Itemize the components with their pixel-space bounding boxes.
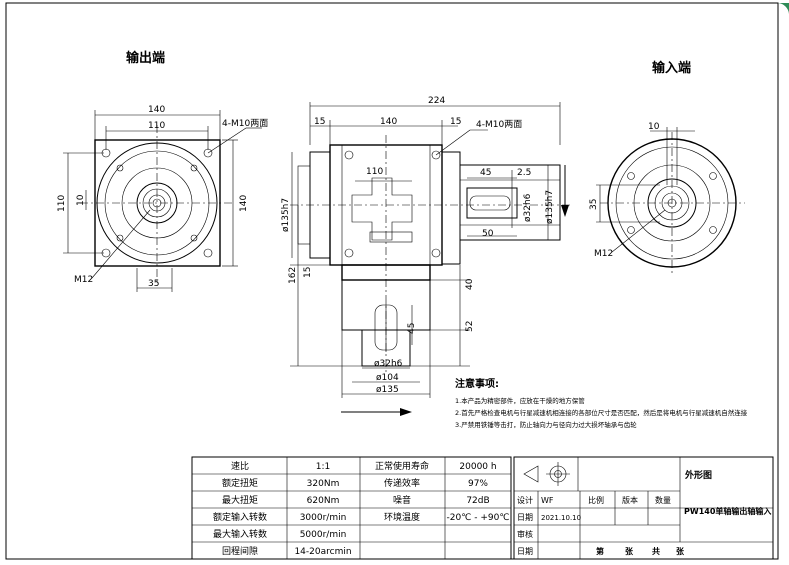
corner-marker [778, 3, 789, 14]
title-block-text: 外形图 设计 WF 比例 版本 数量 PW140单轴输出轴输入 日期 2021.… [517, 469, 771, 556]
side-dim-40: 40 [465, 278, 475, 290]
spec-cell: 20000 h [459, 462, 496, 472]
title-block [513, 456, 774, 560]
side-dim-110: 110 [366, 167, 383, 177]
out-dim-4m10: 4-M10两面 [222, 118, 268, 129]
note-item-2: 2.首先严格检查电机与行星减速机相连接的各部位尺寸是否匹配，然后是将电机与行星减… [455, 408, 748, 417]
output-end-view [63, 110, 262, 292]
side-dim-52: 52 [465, 321, 475, 332]
input-end-view [596, 127, 745, 275]
side-dim-d32h6: ø32h6 [523, 193, 533, 222]
spec-cell: 620Nm [307, 496, 340, 506]
side-dim-162: 162 [288, 267, 298, 284]
side-dim-d104: ø104 [376, 373, 399, 383]
side-dim-224: 224 [428, 96, 445, 106]
designer: WF [541, 496, 554, 505]
side-dim-45-key: 45 [407, 323, 417, 334]
out-dim-140-right: 140 [239, 195, 249, 212]
out-dim-m12: M12 [74, 275, 93, 285]
out-dim-110-top: 110 [148, 121, 165, 131]
side-dim-d32h6-bottom: ø32h6 [374, 359, 403, 369]
spec-cell: 72dB [466, 496, 489, 506]
spec-cell: 环境温度 [384, 511, 420, 523]
qty-label: 数量 [655, 495, 671, 505]
side-dim-15-left: 15 [314, 117, 325, 127]
in-dim-m12: M12 [594, 249, 613, 259]
spec-cell: 回程间隙 [222, 545, 258, 557]
side-dim-15-mid: 15 [303, 267, 313, 278]
notes-block: 注意事项: 1.本产品为精密部件，应放在干燥的地方保管 2.首先严格检查电机与行… [455, 377, 748, 429]
spec-cell: 噪音 [393, 494, 411, 506]
spec-cell: 最大输入转数 [213, 528, 267, 540]
spec-table-text: 速比 1:1 正常使用寿命 20000 h 额定扭矩 320Nm 传递效率 97… [213, 460, 509, 557]
spec-cell: 传递效率 [384, 477, 420, 489]
date-label: 日期 [517, 513, 533, 522]
review-label: 审核 [517, 529, 533, 539]
out-dim-140-top: 140 [148, 105, 165, 115]
side-dim-4m10: 4-M10两面 [476, 119, 522, 130]
spec-cell: 最大扭矩 [222, 494, 258, 506]
side-dim-50: 50 [482, 229, 494, 239]
spec-cell: 1:1 [316, 462, 330, 472]
out-dim-110-left: 110 [57, 195, 67, 212]
in-dim-10: 10 [648, 122, 660, 132]
output-end-title: 输出端 [126, 50, 165, 66]
date-value: 2021.10.10 [541, 514, 581, 522]
note-item-1: 1.本产品为精密部件，应放在干燥的地方保管 [455, 396, 585, 405]
spec-cell: 14-20arcmin [294, 547, 351, 557]
sheet-label-2: 张 [625, 547, 634, 556]
product-name: PW140单轴输出轴输入 [684, 506, 771, 516]
scale-label: 比例 [588, 495, 604, 505]
spec-cell: 正常使用寿命 [375, 460, 429, 472]
design-label: 设计 [517, 495, 533, 505]
out-dim-35: 35 [148, 279, 159, 289]
spec-cell: 320Nm [307, 479, 340, 489]
spec-cell: 5000r/min [300, 530, 347, 540]
notes-heading: 注意事项: [455, 377, 499, 390]
input-end-title: 输入端 [652, 60, 691, 76]
side-dim-2-5: 2.5 [517, 168, 531, 178]
date2-label: 日期 [517, 547, 533, 556]
spec-cell: -20℃ - +90℃ [447, 513, 510, 523]
side-dim-140: 140 [380, 117, 397, 127]
spec-cell: 97% [468, 479, 488, 489]
side-dim-d135h7-left: ø135h7 [281, 198, 291, 232]
in-dim-35: 35 [589, 199, 599, 210]
out-dim-10-left: 10 [76, 194, 86, 206]
drawing-type: 外形图 [684, 469, 712, 481]
side-dim-15-right: 15 [450, 117, 461, 127]
sheet-label-1: 第 [596, 546, 604, 556]
spec-table [191, 456, 512, 560]
note-item-3: 3.严禁用铁锤等击打，防止轴向力与径向力过大损坏轴承与齿轮 [455, 420, 637, 429]
sheet-label-3: 共 [652, 546, 660, 556]
spec-cell: 额定扭矩 [222, 477, 258, 489]
side-view [290, 102, 570, 416]
sheet-label-4: 张 [676, 547, 685, 556]
side-dim-45: 45 [480, 168, 491, 178]
side-dim-d135: ø135 [376, 385, 399, 395]
side-dim-d135h7-right: ø135h7 [545, 190, 555, 224]
version-label: 版本 [622, 495, 638, 505]
spec-cell: 额定输入转数 [213, 511, 267, 523]
spec-cell: 速比 [231, 460, 249, 472]
drawing-border [5, 2, 779, 560]
spec-cell: 3000r/min [300, 513, 347, 523]
